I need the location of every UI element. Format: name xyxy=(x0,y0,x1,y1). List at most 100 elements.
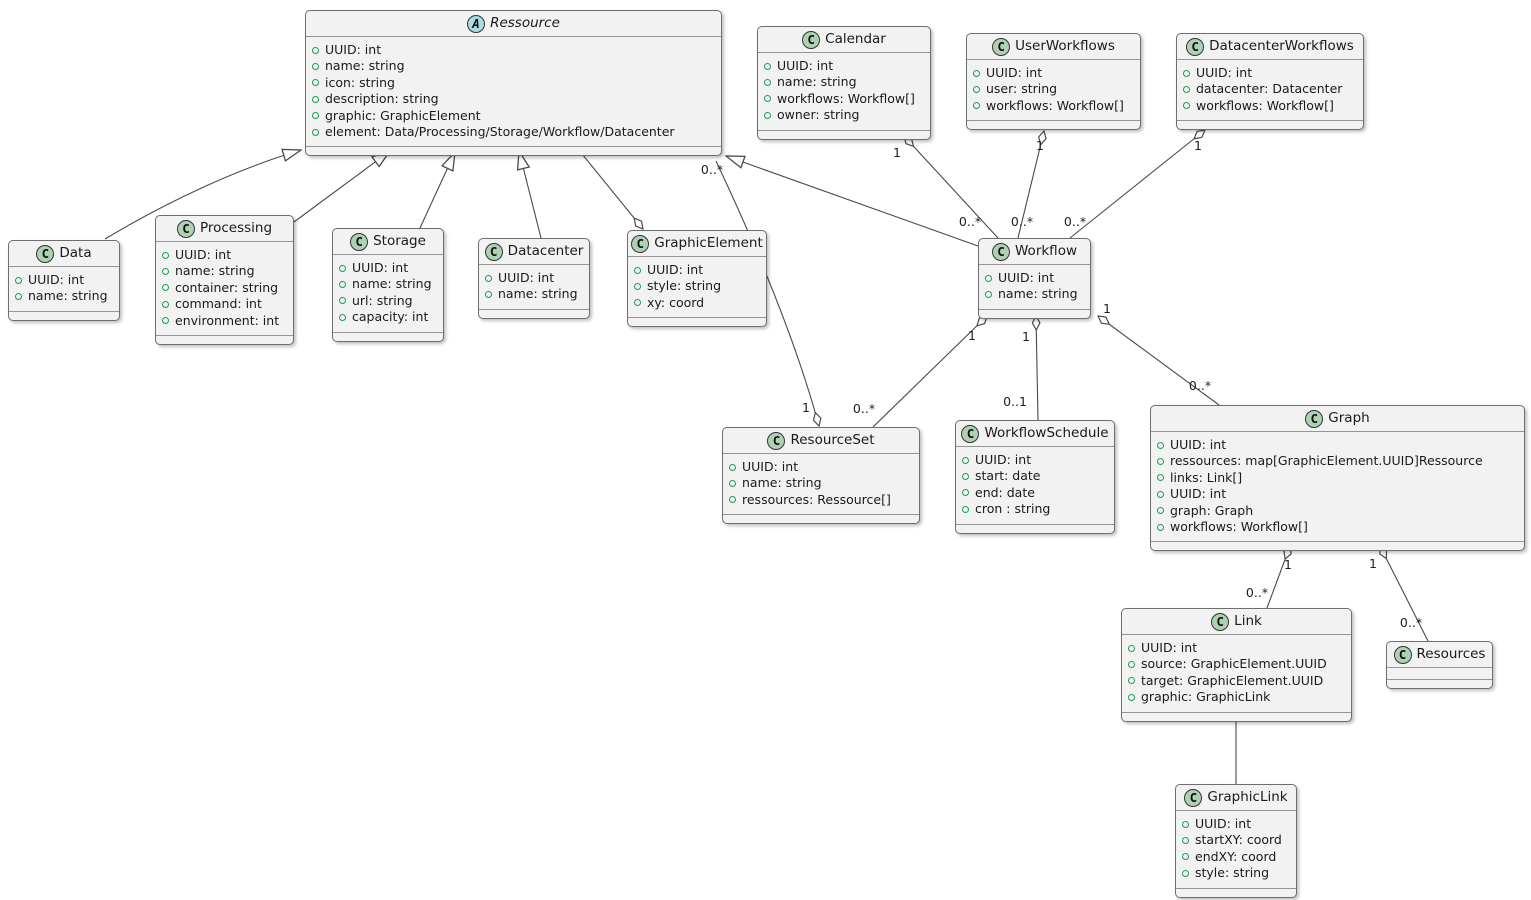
attributes-compartment xyxy=(1387,668,1492,680)
attribute-text: name: string xyxy=(498,286,578,302)
field-visibility-icon xyxy=(162,300,169,308)
field-visibility-icon xyxy=(729,496,736,504)
class-attribute: owner: string xyxy=(764,107,923,123)
class-attribute: end: date xyxy=(962,485,1107,501)
class-name: Ressource xyxy=(490,15,560,32)
field-visibility-icon xyxy=(1182,837,1189,845)
class-attribute: style: string xyxy=(1182,865,1289,881)
attribute-text: ressources: map[GraphicElement.UUID]Ress… xyxy=(1170,453,1483,469)
class-attribute: icon: string xyxy=(312,75,714,91)
class-attribute: name: string xyxy=(162,263,286,279)
attribute-text: ressources: Ressource[] xyxy=(742,491,891,507)
edge-datacenterworkflows-workflow-aggregation xyxy=(1069,130,1205,239)
field-visibility-icon xyxy=(634,266,641,274)
class-icon: C xyxy=(992,243,1010,261)
methods-compartment xyxy=(956,525,1114,533)
class-attribute: UUID: int xyxy=(1182,816,1289,832)
attribute-text: UUID: int xyxy=(325,41,382,57)
class-attribute: UUID: int xyxy=(764,58,923,74)
edge-workflow-workflowschedule-aggregation xyxy=(1036,316,1038,421)
field-visibility-icon xyxy=(973,69,980,77)
field-visibility-icon xyxy=(339,264,346,272)
field-visibility-icon xyxy=(1157,523,1164,531)
field-visibility-icon xyxy=(339,297,346,305)
field-visibility-icon xyxy=(339,281,346,289)
field-visibility-icon xyxy=(962,456,969,464)
attribute-text: UUID: int xyxy=(1170,436,1227,452)
attribute-text: startXY: coord xyxy=(1195,832,1282,848)
methods-compartment xyxy=(967,121,1140,129)
field-visibility-icon xyxy=(1128,644,1135,652)
class-name: Data xyxy=(59,245,92,262)
multiplicity-label: 0..* xyxy=(1400,615,1422,630)
class-attribute: target: GraphicElement.UUID xyxy=(1128,673,1344,689)
class-attribute: UUID: int xyxy=(1128,640,1344,656)
field-visibility-icon xyxy=(1183,69,1190,77)
class-attribute: description: string xyxy=(312,91,714,107)
attribute-text: style: string xyxy=(647,278,722,294)
attribute-text: name: string xyxy=(175,263,255,279)
field-visibility-icon xyxy=(962,505,969,513)
class-attribute: command: int xyxy=(162,296,286,312)
field-visibility-icon xyxy=(1183,86,1190,94)
multiplicity-labels: 0..*10..*10..*10..*10..*10..110..*10..*1… xyxy=(701,138,1422,630)
field-visibility-icon xyxy=(985,291,992,299)
attribute-text: command: int xyxy=(175,296,262,312)
field-visibility-icon xyxy=(162,317,169,325)
attribute-text: name: string xyxy=(325,58,405,74)
field-visibility-icon xyxy=(634,299,641,307)
class-attribute: name: string xyxy=(312,58,714,74)
field-visibility-icon xyxy=(162,251,169,259)
field-visibility-icon xyxy=(485,274,492,282)
field-visibility-icon xyxy=(764,62,771,70)
class-name: Processing xyxy=(199,220,273,237)
attribute-text: end: date xyxy=(975,484,1035,500)
edge-graph-resources-aggregation xyxy=(1380,546,1429,642)
edge-workflow-graph-aggregation xyxy=(1098,316,1220,406)
methods-compartment xyxy=(1177,121,1363,129)
multiplicity-label: 1 xyxy=(893,145,901,160)
attribute-text: name: string xyxy=(777,74,857,90)
class-name: WorkflowSchedule xyxy=(984,425,1109,442)
attribute-text: description: string xyxy=(325,91,439,107)
multiplicity-label: 0..* xyxy=(1011,214,1033,229)
attribute-text: graphic: GraphicLink xyxy=(1141,689,1271,705)
class-attribute: graphic: GraphicElement xyxy=(312,108,714,124)
attribute-text: UUID: int xyxy=(647,261,704,277)
methods-compartment xyxy=(479,310,589,318)
class-attribute: name: string xyxy=(985,286,1083,302)
attribute-text: UUID: int xyxy=(975,451,1032,467)
attribute-text: xy: coord xyxy=(647,294,705,310)
multiplicity-label: 1 xyxy=(1369,556,1377,571)
field-visibility-icon xyxy=(1128,661,1135,669)
edge-data-ressource-inheritance xyxy=(104,150,301,240)
attribute-text: start: date xyxy=(975,468,1041,484)
class-name: DatacenterWorkflows xyxy=(1209,38,1354,55)
class-attribute: name: string xyxy=(764,74,923,90)
